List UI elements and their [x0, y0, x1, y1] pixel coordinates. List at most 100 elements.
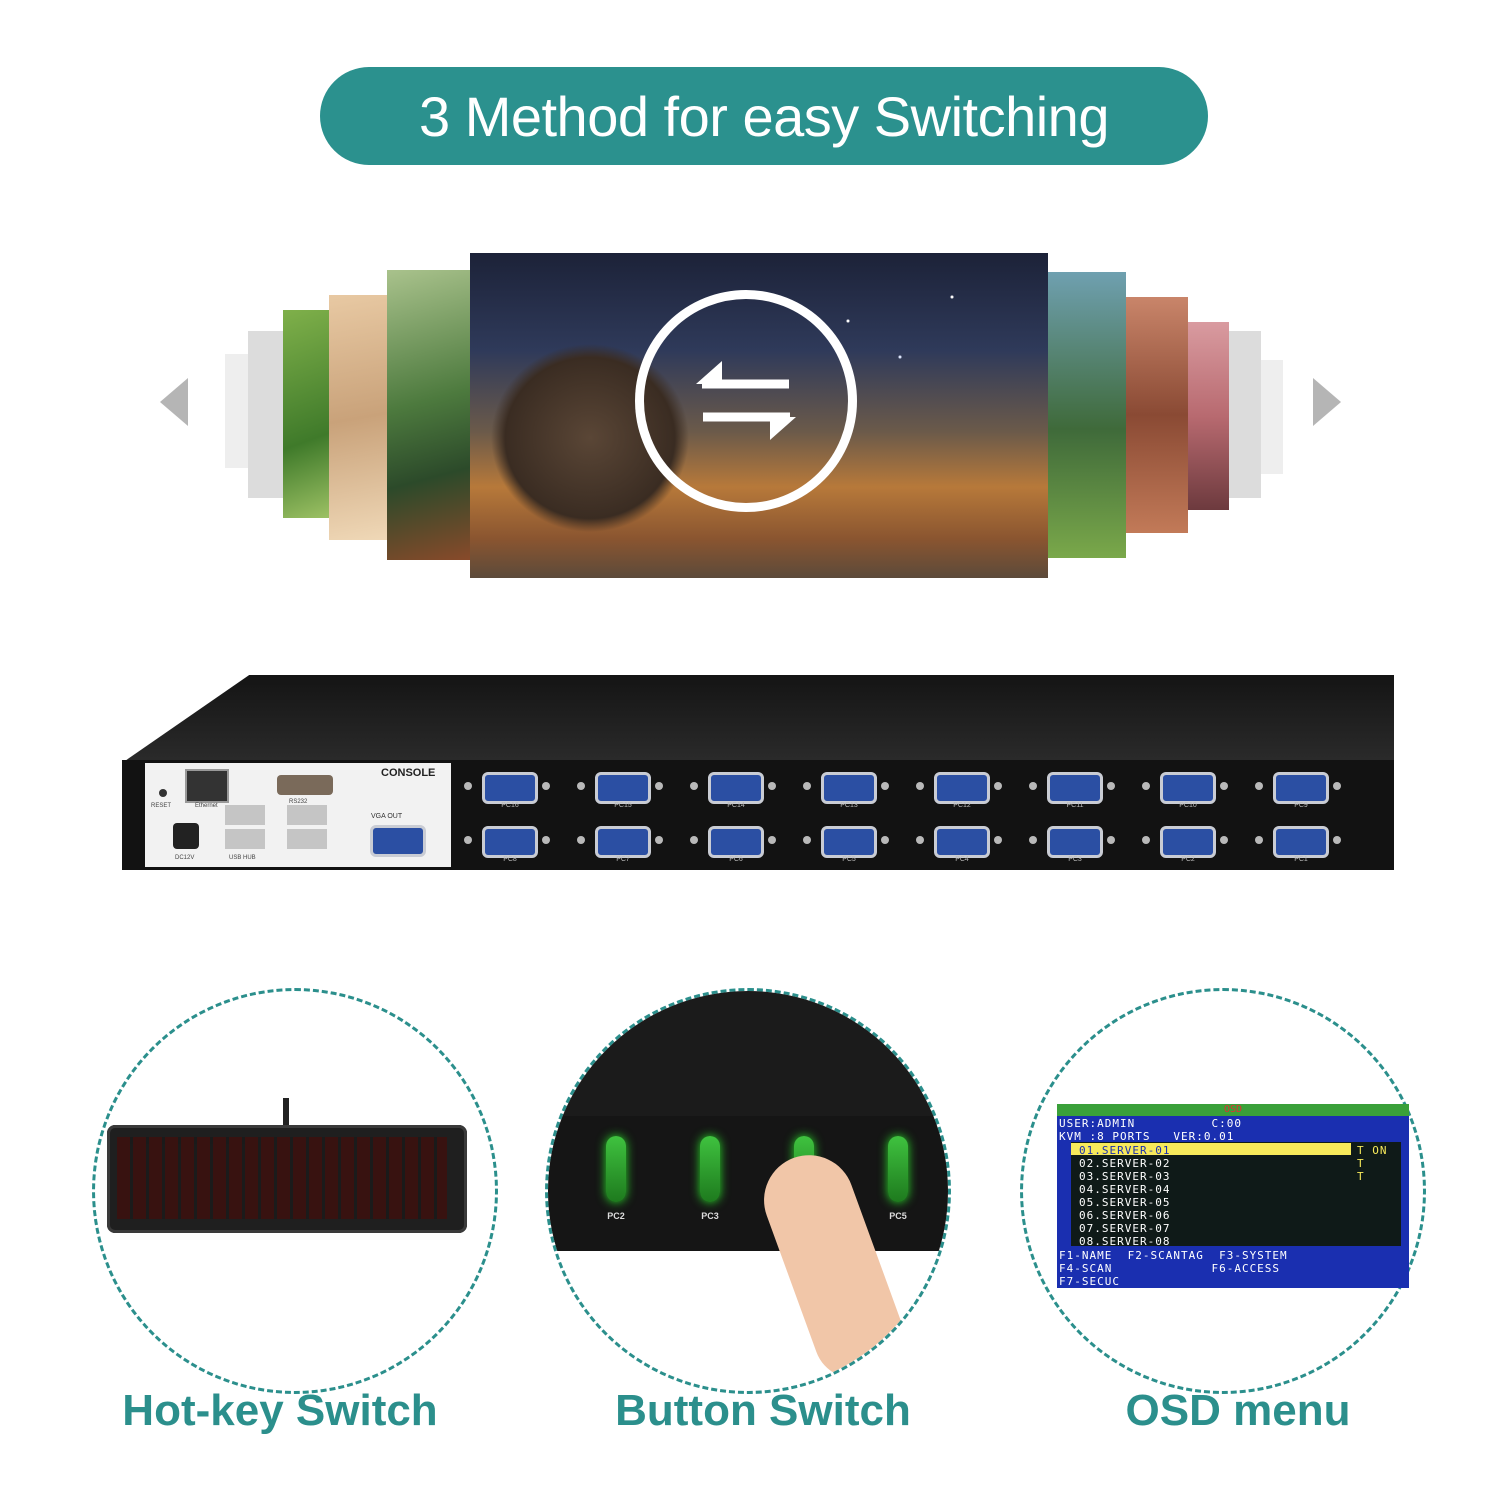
vga-port-pc2[interactable]	[1160, 826, 1216, 858]
port-screw	[916, 836, 924, 844]
osd-server-item[interactable]: 05.SERVER-05	[1079, 1196, 1171, 1209]
button-circle: PC2PC3PC4PC5	[545, 988, 951, 1394]
port-screw	[1220, 836, 1228, 844]
osd-server-item[interactable]: 07.SERVER-07	[1079, 1222, 1171, 1235]
port-label: PC6	[729, 856, 743, 863]
osd-flag: T	[1357, 1170, 1365, 1183]
kvm-top-surface	[122, 675, 1394, 763]
osd-menu-screen: OSD USER:ADMIN C:00 KVM :8 PORTS VER:0.0…	[1057, 1104, 1409, 1288]
front-button-pc3[interactable]	[700, 1136, 720, 1202]
vga-out-label: VGA OUT	[371, 813, 403, 820]
osd-title-bar: OSD	[1057, 1104, 1409, 1116]
port-label: PC3	[1068, 856, 1082, 863]
port-screw	[1029, 836, 1037, 844]
hotkey-circle	[92, 988, 498, 1394]
thumb-right-1	[1046, 272, 1126, 558]
vga-port-pc7[interactable]	[595, 826, 651, 858]
thumb-right-2	[1122, 297, 1188, 533]
osd-flag: T	[1357, 1157, 1365, 1170]
thumb-right-3	[1185, 322, 1229, 510]
osd-footer-line: F7-SECUC	[1059, 1275, 1120, 1288]
osd-server-item[interactable]: 02.SERVER-02	[1079, 1157, 1171, 1170]
port-screw	[803, 782, 811, 790]
port-label: PC9	[1294, 802, 1308, 809]
port-screw	[542, 782, 550, 790]
osd-server-item[interactable]: 04.SERVER-04	[1079, 1183, 1171, 1196]
port-screw	[1255, 836, 1263, 844]
button-panel-top	[548, 991, 948, 1116]
reset-label: RESET	[151, 803, 172, 809]
carousel-next-icon[interactable]	[1313, 378, 1341, 426]
vga-port-pc12[interactable]	[934, 772, 990, 804]
port-screw	[994, 782, 1002, 790]
vga-port-pc11[interactable]	[1047, 772, 1103, 804]
port-screw	[1029, 782, 1037, 790]
osd-server-item[interactable]: 01.SERVER-01	[1079, 1144, 1171, 1157]
ethernet-label: Ethernet	[195, 803, 218, 809]
osd-server-item[interactable]: 03.SERVER-03	[1079, 1170, 1171, 1183]
vga-port-pc10[interactable]	[1160, 772, 1216, 804]
vga-out-port[interactable]	[370, 825, 426, 857]
port-screw	[690, 836, 698, 844]
osd-server-item[interactable]: 08.SERVER-08	[1079, 1235, 1171, 1248]
console-label: CONSOLE	[381, 767, 436, 779]
vga-port-pc6[interactable]	[708, 826, 764, 858]
switch-circle-icon	[635, 290, 857, 512]
port-label: PC12	[953, 802, 971, 809]
method-label-osd: OSD menu	[1125, 1386, 1351, 1435]
osd-server-item[interactable]: 06.SERVER-06	[1079, 1209, 1171, 1222]
vga-port-pc4[interactable]	[934, 826, 990, 858]
front-button-pc5[interactable]	[888, 1136, 908, 1202]
front-button-label: PC5	[889, 1211, 907, 1221]
vga-port-pc13[interactable]	[821, 772, 877, 804]
method-label-button: Button Switch	[615, 1386, 911, 1435]
port-label: PC1	[1294, 856, 1308, 863]
rs232-port[interactable]	[277, 775, 333, 795]
vga-port-pc14[interactable]	[708, 772, 764, 804]
usb-hub-label: USB HUB	[229, 855, 256, 861]
front-button-pc2[interactable]	[606, 1136, 626, 1202]
ethernet-port[interactable]	[185, 769, 229, 803]
port-label: PC16	[501, 802, 519, 809]
vga-port-pc9[interactable]	[1273, 772, 1329, 804]
osd-user-line: USER:ADMIN C:00	[1059, 1117, 1242, 1130]
vga-port-pc8[interactable]	[482, 826, 538, 858]
rs232-label: RS232	[289, 799, 308, 805]
usb-console-ports[interactable]	[287, 805, 327, 851]
thumb-left-1	[387, 270, 477, 560]
usb-hub-ports[interactable]	[225, 805, 265, 851]
carousel-prev-icon[interactable]	[160, 378, 188, 426]
port-screw	[1220, 782, 1228, 790]
vga-port-pc1[interactable]	[1273, 826, 1329, 858]
dc-label: DC12V	[175, 855, 195, 861]
port-label: PC14	[727, 802, 745, 809]
hero-game-image	[470, 253, 1048, 578]
port-label: PC15	[614, 802, 632, 809]
vga-port-pc15[interactable]	[595, 772, 651, 804]
vga-port-pc3[interactable]	[1047, 826, 1103, 858]
osd-highlight[interactable]	[1071, 1143, 1351, 1155]
port-screw	[1142, 836, 1150, 844]
port-screw	[881, 836, 889, 844]
front-button-label: PC3	[701, 1211, 719, 1221]
port-screw	[655, 836, 663, 844]
dc-power-port[interactable]	[173, 823, 199, 849]
osd-flag: T ON	[1357, 1144, 1388, 1157]
port-label: PC5	[842, 856, 856, 863]
vga-port-pc16[interactable]	[482, 772, 538, 804]
reset-button[interactable]	[159, 789, 167, 797]
port-screw	[768, 782, 776, 790]
port-screw	[916, 782, 924, 790]
osd-kvm-line: KVM :8 PORTS VER:0.01	[1059, 1130, 1235, 1143]
port-label: PC13	[840, 802, 858, 809]
header-title: 3 Method for easy Switching	[320, 67, 1208, 165]
port-screw	[1107, 836, 1115, 844]
port-screw	[994, 836, 1002, 844]
port-screw	[768, 836, 776, 844]
keyboard-cable	[283, 1098, 289, 1134]
port-screw	[1333, 782, 1341, 790]
port-screw	[1142, 782, 1150, 790]
port-label: PC7	[616, 856, 630, 863]
port-label: PC11	[1066, 802, 1084, 809]
vga-port-pc5[interactable]	[821, 826, 877, 858]
